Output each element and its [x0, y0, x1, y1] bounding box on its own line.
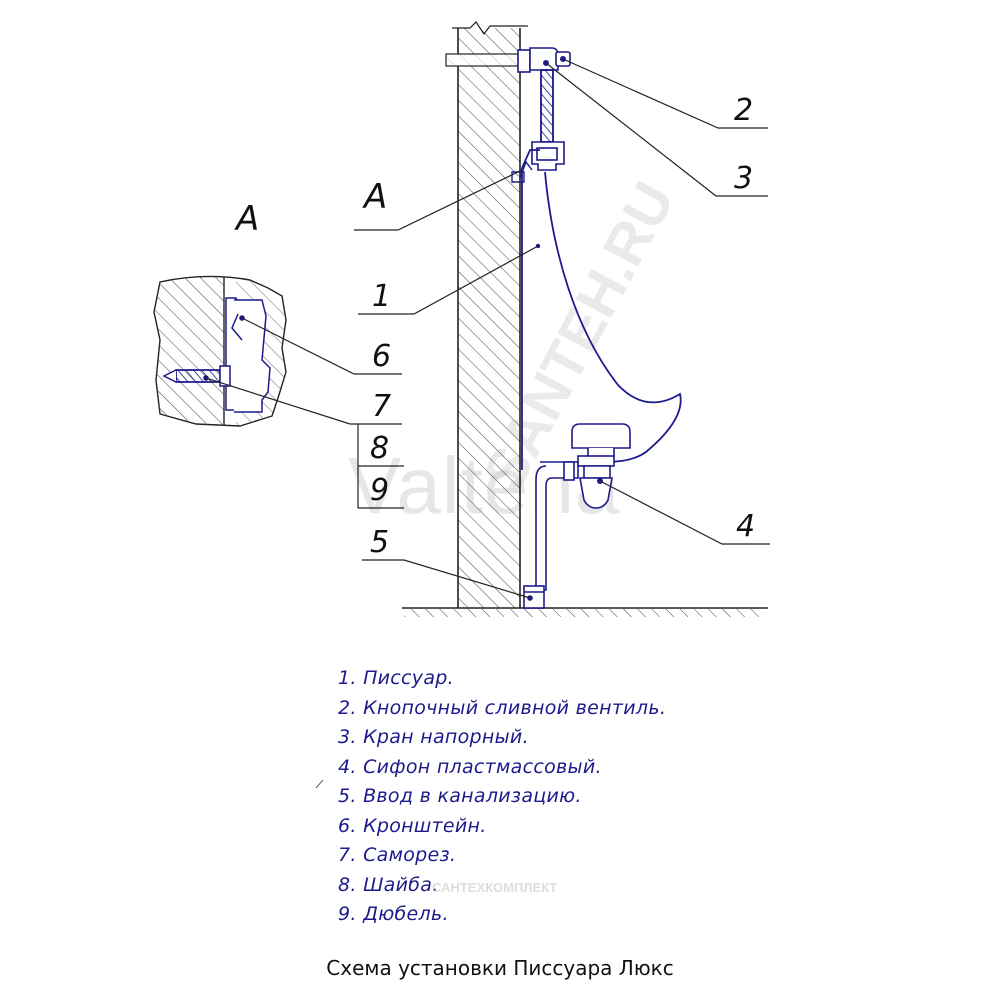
- parts-legend: 1. Писсуар. 2. Кнопочный сливной вентиль…: [338, 664, 666, 930]
- supply-pipe: [445, 53, 521, 67]
- urinal: [511, 149, 682, 470]
- legend-item: 5. Ввод в канализацию.: [338, 785, 582, 807]
- detail-view-a: [153, 275, 287, 427]
- leader-lines: [205, 58, 770, 599]
- legend-item: 8. Шайба.: [338, 873, 439, 896]
- legend-item: 2. Кнопочный сливной вентиль.: [338, 696, 667, 719]
- wall: [452, 21, 528, 608]
- legend-item: 1. Писсуар.: [338, 667, 454, 689]
- legend-item: 9. Дюбель.: [338, 903, 449, 925]
- callout-1: 1: [372, 279, 391, 314]
- callout-4: 4: [736, 509, 755, 544]
- callout-2: 2: [734, 93, 753, 128]
- legend-item: 6. Кронштейн.: [338, 814, 487, 837]
- plastic-siphon: [535, 423, 631, 591]
- legend-item: 4. Сифон пластмассовый.: [338, 755, 602, 778]
- push-button-valve: [517, 47, 571, 73]
- pressure-tap: [531, 69, 565, 171]
- detail-label-a: A: [234, 199, 259, 239]
- sewer-inlet: [523, 585, 545, 609]
- callout-9: 9: [370, 473, 389, 508]
- section-label-a: A: [362, 177, 387, 217]
- stray-mark: [315, 779, 324, 789]
- legend-item: 3. Кран напорный.: [338, 726, 529, 748]
- diagram-caption: Схема установки Писсуара Люкс: [326, 956, 674, 980]
- callout-6: 6: [372, 339, 391, 374]
- callout-3: 3: [734, 161, 753, 196]
- callout-8: 8: [370, 431, 389, 466]
- legend-item: 7. Саморез.: [338, 844, 457, 866]
- callout-5: 5: [370, 525, 389, 560]
- callout-7: 7: [372, 389, 391, 424]
- floor: [402, 607, 768, 617]
